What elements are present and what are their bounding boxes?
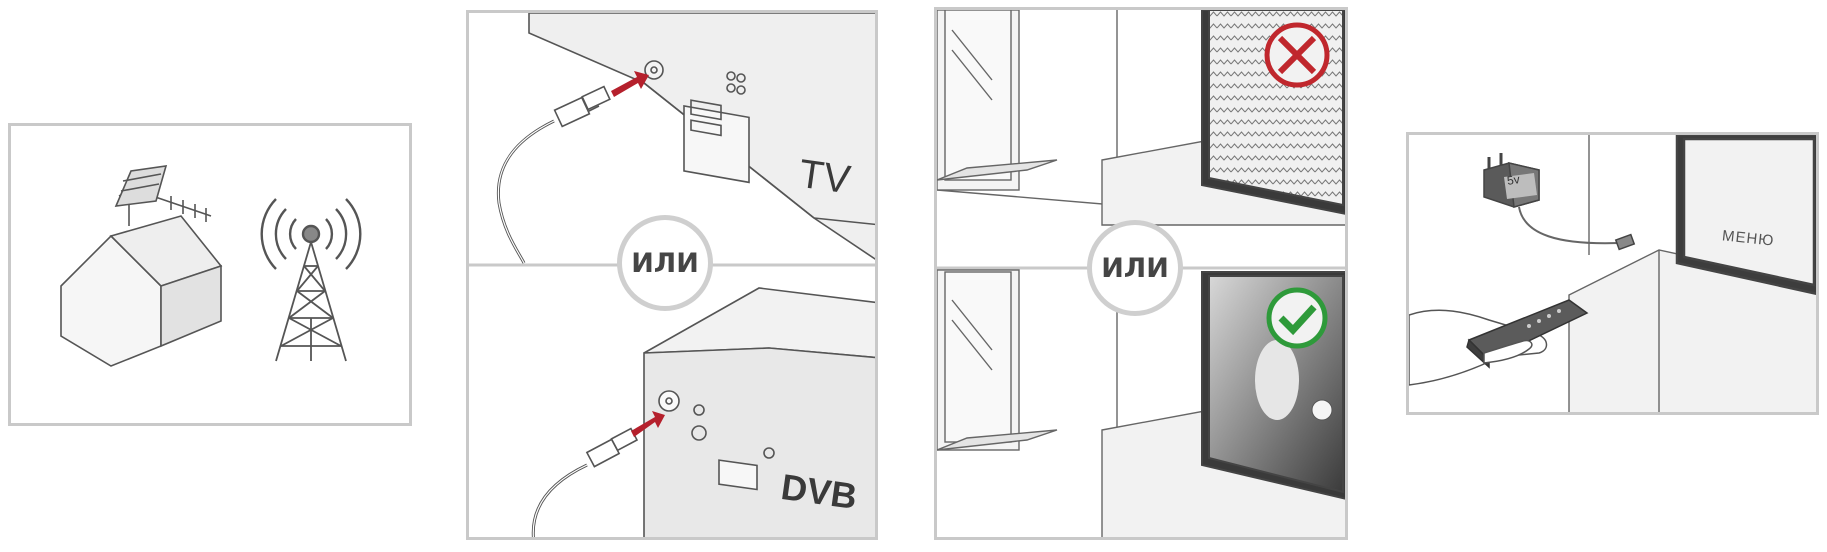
power-adapter-label: 5v: [1506, 172, 1521, 188]
antenna-illustration: [60, 165, 362, 367]
panel-antenna-sources: [8, 123, 412, 426]
arrow-bottom: [631, 411, 665, 437]
hand-fingers: [1483, 339, 1533, 364]
coax-cable-top: [496, 85, 611, 264]
or-separator-2: ИЛИ: [1087, 220, 1183, 316]
panel-setup: 5v МЕНЮ: [1406, 132, 1819, 415]
panel-cable-connection: TV DVB ИЛИ: [466, 10, 878, 540]
cross-icon: [1264, 22, 1330, 88]
connection-illustration: [469, 13, 875, 537]
tv-back-drawing: [528, 13, 875, 260]
tv-label: TV: [796, 151, 854, 203]
check-icon: [1266, 287, 1328, 349]
or-separator: ИЛИ: [617, 215, 713, 311]
house-antenna-icon: [60, 165, 223, 367]
room-setup: [1568, 135, 1816, 412]
tv-screen-menu: [1675, 135, 1816, 295]
power-adapter-icon: [1483, 153, 1636, 251]
broadcast-tower-icon: [260, 198, 362, 362]
coax-cable-bottom: [531, 427, 639, 537]
arrow-top: [611, 71, 649, 97]
tv-room-illustration: [937, 10, 1345, 537]
panel-tv-picture: ИЛИ: [934, 7, 1348, 540]
setup-illustration: [1409, 135, 1816, 412]
dvb-box-drawing: [643, 287, 875, 537]
